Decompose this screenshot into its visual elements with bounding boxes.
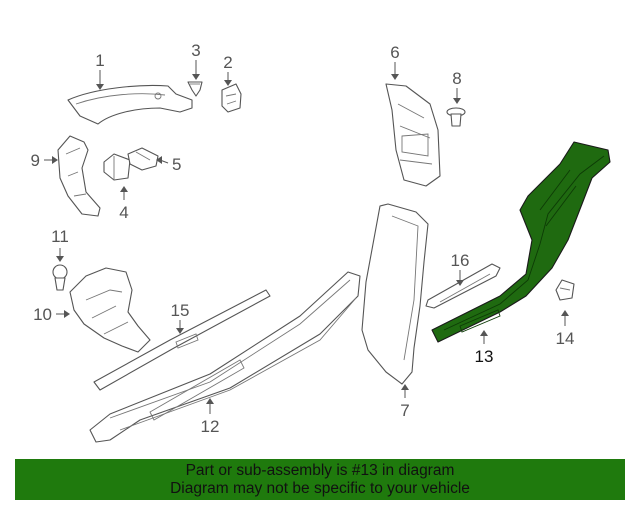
part-9[interactable] (57, 135, 101, 217)
callout-15[interactable]: 15 (171, 301, 190, 320)
callout-10[interactable]: 10 (33, 305, 52, 324)
part-10[interactable] (69, 267, 151, 353)
part-16[interactable] (425, 263, 501, 309)
banner-line-1: Part or sub-assembly is #13 in diagram (185, 462, 455, 479)
callout-6[interactable]: 6 (390, 43, 399, 62)
callout-11[interactable]: 11 (51, 227, 69, 246)
part-12[interactable] (89, 271, 361, 443)
part-3[interactable] (187, 81, 203, 97)
callout-1[interactable]: 1 (95, 51, 104, 70)
info-banner: Part or sub-assembly is #13 in diagram D… (15, 459, 625, 500)
callout-16[interactable]: 16 (451, 251, 470, 270)
callout-labels: 1 2 3 4 5 6 7 8 9 10 11 12 13 14 15 16 (31, 41, 575, 436)
callout-12[interactable]: 12 (201, 417, 220, 436)
callout-2[interactable]: 2 (223, 53, 232, 72)
part-15[interactable] (93, 289, 271, 391)
callout-14[interactable]: 14 (556, 329, 575, 348)
part-14[interactable] (555, 279, 575, 301)
part-5[interactable] (127, 147, 159, 171)
part-7[interactable] (361, 203, 429, 385)
part-11[interactable] (52, 264, 68, 291)
part-2[interactable] (221, 83, 242, 113)
callout-8[interactable]: 8 (452, 69, 461, 88)
callout-3[interactable]: 3 (191, 41, 200, 60)
part-13-highlighted[interactable] (431, 141, 611, 343)
diagram-canvas: 1 2 3 4 5 6 7 8 9 10 11 12 13 14 15 16 (31, 41, 611, 443)
part-8[interactable] (446, 107, 466, 127)
part-6[interactable] (385, 83, 441, 187)
part-1[interactable] (67, 84, 193, 125)
leader-lines (44, 60, 569, 414)
callout-7[interactable]: 7 (400, 401, 409, 420)
callout-5[interactable]: 5 (172, 155, 181, 174)
callout-13[interactable]: 13 (475, 347, 494, 366)
callout-4[interactable]: 4 (119, 203, 128, 222)
banner-line-2: Diagram may not be specific to your vehi… (170, 480, 470, 497)
callout-9[interactable]: 9 (31, 151, 40, 170)
part-4[interactable] (103, 153, 131, 181)
